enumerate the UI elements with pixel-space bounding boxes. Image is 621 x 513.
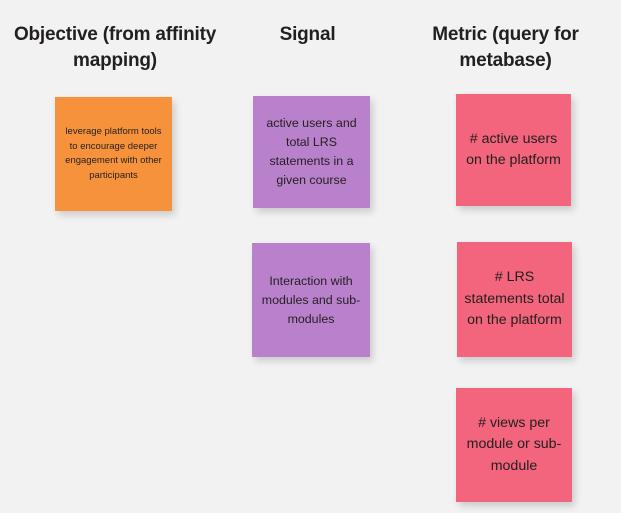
sticky-note-signal-1[interactable]: active users and total LRS statements in… <box>253 96 370 208</box>
sticky-note-text: Interaction with modules and sub-modules <box>261 273 361 326</box>
sticky-note-text: # views per module or sub-module <box>466 414 562 474</box>
column-header-signal: Signal <box>279 24 336 45</box>
column-header-metric: Metric (query for metabase) <box>432 24 579 71</box>
sticky-note-signal-2[interactable]: Interaction with modules and sub-modules <box>252 243 370 357</box>
sticky-note-metric-3[interactable]: # views per module or sub-module <box>456 388 572 502</box>
sticky-note-metric-2[interactable]: # LRS statements total on the platform <box>457 242 572 357</box>
sticky-note-metric-1[interactable]: # active users on the platform <box>456 94 571 206</box>
sticky-note-text: leverage platform tools to encourage dee… <box>65 126 162 181</box>
sticky-note-text: # active users on the platform <box>466 130 561 169</box>
sticky-note-objective-1[interactable]: leverage platform tools to encourage dee… <box>55 97 172 211</box>
sticky-note-text: active users and total LRS statements in… <box>266 116 357 187</box>
column-header-objective: Objective (from affinity mapping) <box>13 24 217 71</box>
sticky-note-text: # LRS statements total on the platform <box>464 269 565 329</box>
